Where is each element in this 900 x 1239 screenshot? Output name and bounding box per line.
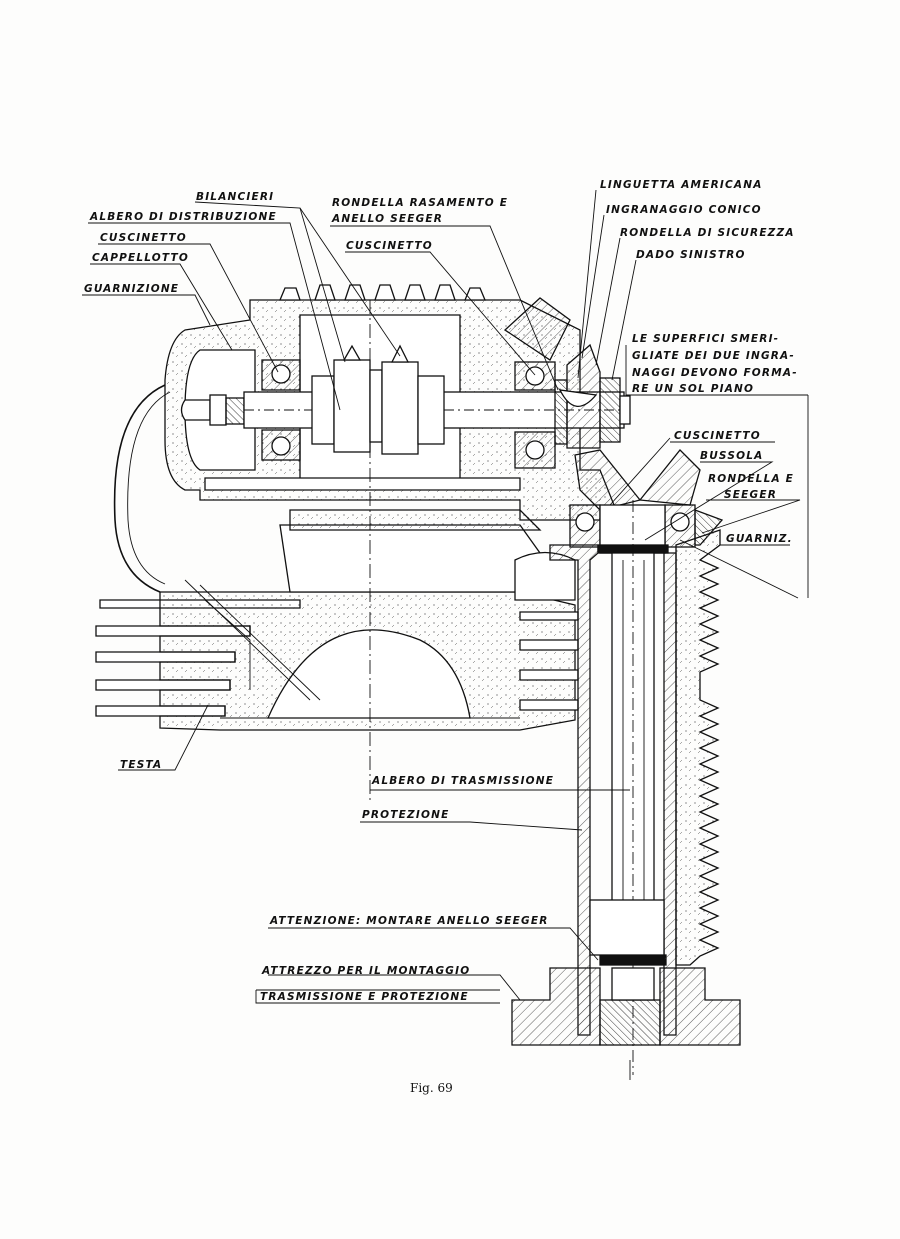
label-superfici-2: GLIATE DEI DUE INGRA- bbox=[632, 350, 795, 362]
label-dado: DADO SINISTRO bbox=[636, 249, 746, 261]
label-rondella-e: RONDELLA E bbox=[708, 473, 794, 485]
label-superfici-4: RE UN SOL PIANO bbox=[632, 383, 754, 395]
cylinder-head bbox=[95, 384, 579, 731]
annotation-labels: BILANCIERI ALBERO DI DISTRIBUZIONE CUSCI… bbox=[84, 179, 798, 1003]
label-rondella-sicurezza: RONDELLA DI SICUREZZA bbox=[620, 227, 795, 239]
label-albero-trasmissione: ALBERO DI TRASMISSIONE bbox=[371, 775, 554, 787]
label-cappellotto: CAPPELLOTTO bbox=[92, 252, 189, 264]
label-linguetta: LINGUETTA AMERICANA bbox=[600, 179, 763, 191]
label-superfici-1: LE SUPERFICI SMERI- bbox=[632, 333, 779, 345]
label-cuscinetto-left: CUSCINETTO bbox=[100, 232, 187, 244]
camshaft bbox=[180, 343, 631, 469]
left-bearing bbox=[261, 359, 301, 461]
figure-caption: Fig. 69 bbox=[410, 1081, 453, 1095]
label-protezione: PROTEZIONE bbox=[362, 809, 449, 821]
label-cuscinetto-lower: CUSCINETTO bbox=[674, 430, 761, 442]
leader-lines bbox=[82, 189, 809, 1004]
housing-top-fins bbox=[279, 284, 486, 301]
label-attrezzo-2: TRASMISSIONE E PROTEZIONE bbox=[260, 991, 469, 1003]
label-anello-seeger: ANELLO SEEGER bbox=[331, 213, 443, 225]
label-seeger: SEEGER bbox=[724, 489, 777, 501]
label-attrezzo-1: ATTREZZO PER IL MONTAGGIO bbox=[261, 965, 470, 977]
label-guarnizione: GUARNIZIONE bbox=[84, 283, 179, 295]
protection-tube bbox=[549, 544, 677, 1036]
label-testa: TESTA bbox=[120, 759, 162, 771]
right-bearing bbox=[514, 361, 556, 469]
label-guarniz: GUARNIZ. bbox=[726, 533, 793, 545]
label-ingranaggio: INGRANAGGIO CONICO bbox=[606, 204, 762, 216]
label-superfici-3: NAGGI DEVONO FORMA- bbox=[632, 367, 798, 379]
label-rondella-rasamento: RONDELLA RASAMENTO E bbox=[332, 197, 508, 209]
label-albero-distribuzione: ALBERO DI DISTRIBUZIONE bbox=[89, 211, 277, 223]
label-attenzione: ATTENZIONE: MONTARE ANELLO SEEGER bbox=[269, 915, 549, 927]
label-bussola: BUSSOLA bbox=[700, 450, 763, 462]
cylinder-fins-right bbox=[675, 529, 721, 966]
mounting-tool bbox=[511, 967, 741, 1046]
label-bilancieri: BILANCIERI bbox=[196, 191, 274, 203]
label-cuscinetto-right: CUSCINETTO bbox=[346, 240, 433, 252]
